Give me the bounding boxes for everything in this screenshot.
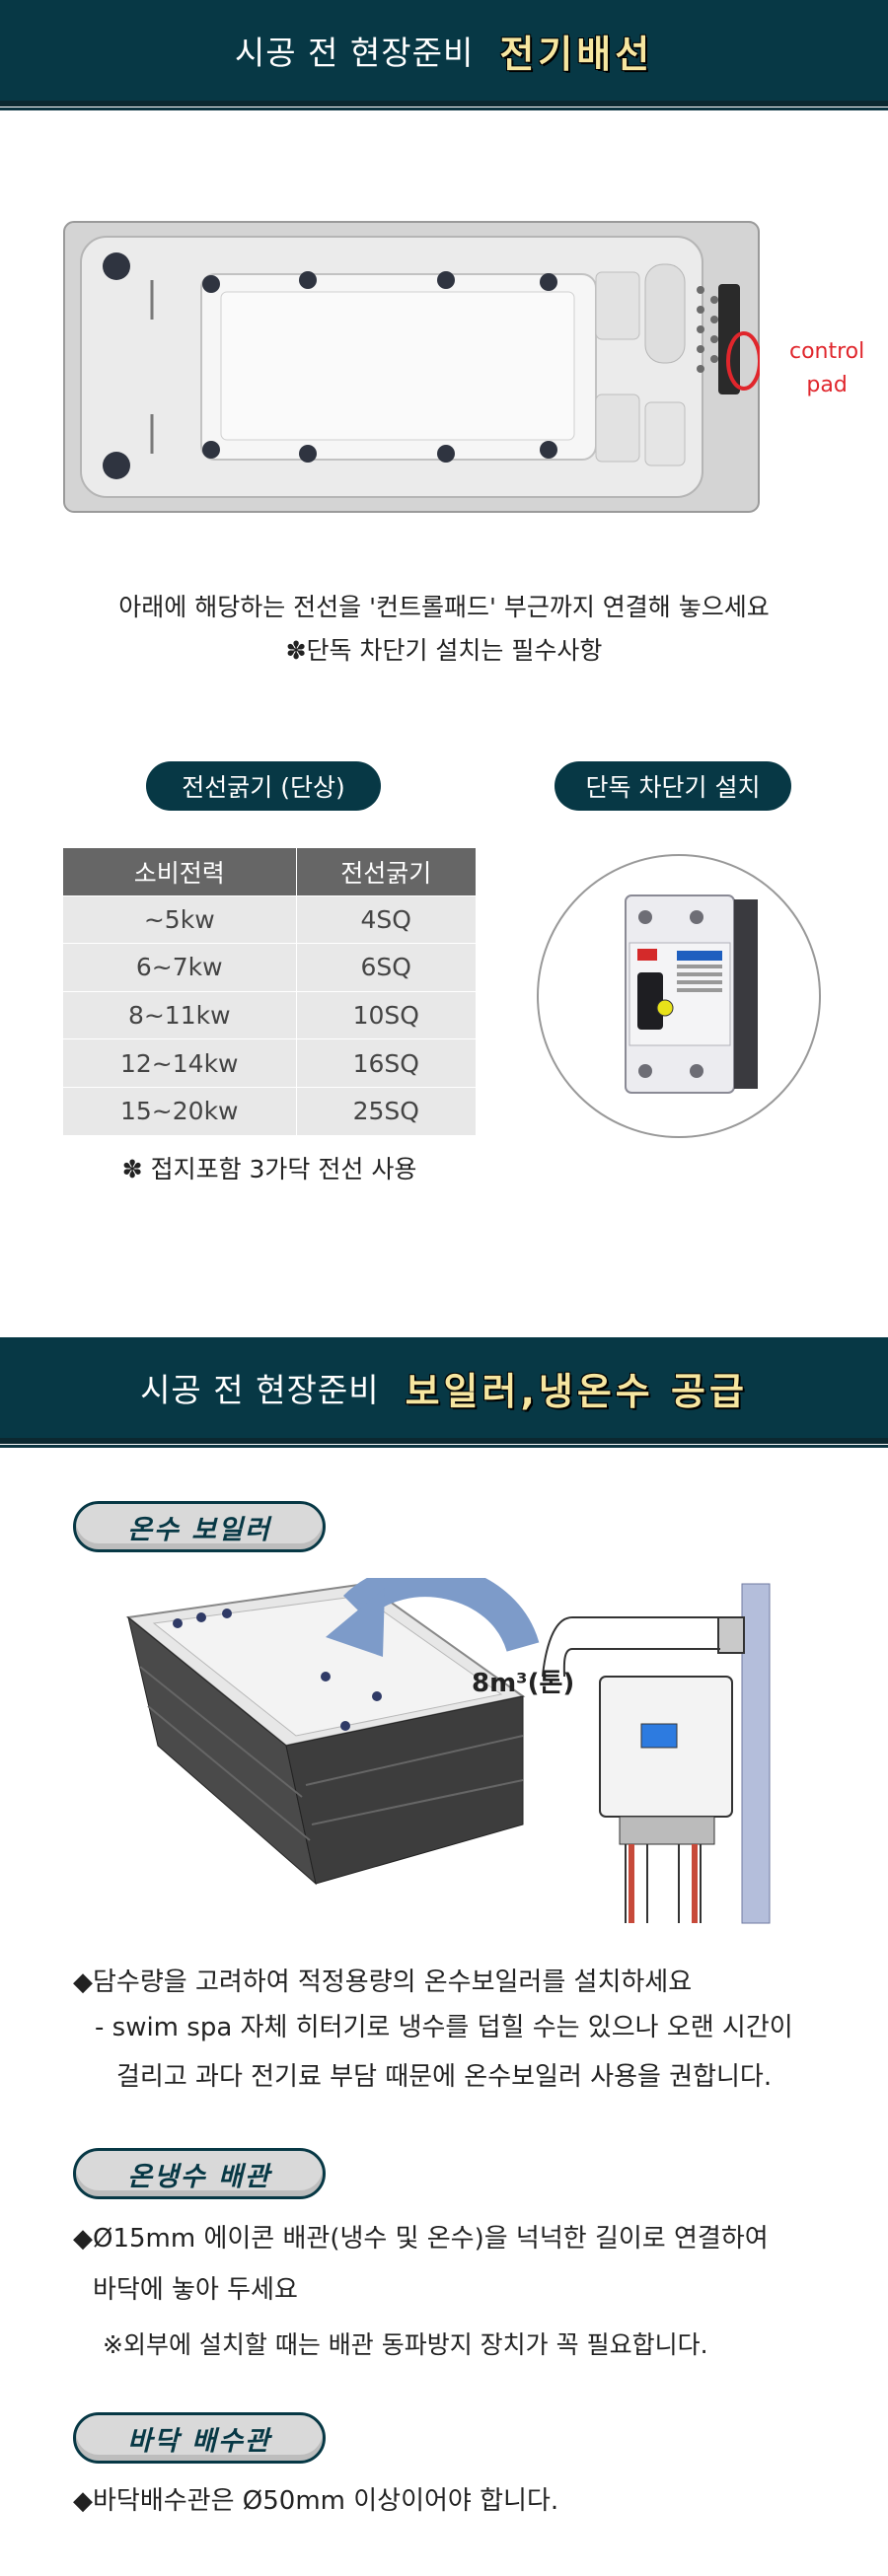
table-cell-gauge: 10SQ [296, 990, 476, 1039]
piping-subtitle: 온냉수 배관 [73, 2148, 326, 2199]
piping-freeze-note: ※외부에 설치할 때는 배관 동파방지 장치가 꼭 필요합니다. [103, 2330, 708, 2359]
volume-label: 8m³(톤) [472, 1669, 575, 1698]
table-row: ~5kw 4SQ [63, 894, 476, 944]
boiler-detail-line1: - swim spa 자체 히터기로 냉수를 덥힐 수는 있으나 오랜 시간이 [95, 2013, 793, 2042]
boiler-subtitle: 온수 보일러 [73, 1501, 326, 1552]
breaker-heading: 단독 차단기 설치 [555, 761, 791, 811]
table-cell-gauge: 25SQ [296, 1086, 476, 1135]
section-title: 전기배선 [499, 32, 654, 76]
table-cell-power: ~5kw [63, 894, 297, 944]
control-pad-label-line2: pad [806, 373, 848, 397]
section-header-electrical: 시공 전 현장준비 전기배선 [0, 0, 888, 110]
table-cell-power: 12~14kw [63, 1038, 297, 1088]
table-row: 8~11kw 10SQ [63, 990, 476, 1039]
drain-instruction: ◆바닥배수관은 Ø50mm 이상이어야 합니다. [73, 2486, 559, 2516]
piping-instruction-line2: 바닥에 놓아 두세요 [93, 2275, 298, 2305]
drain-subtitle: 바닥 배수관 [73, 2412, 326, 2464]
ground-wire-note: ✽ 접지포함 3가닥 전선 사용 [121, 1155, 417, 1183]
table-row: 12~14kw 16SQ [63, 1038, 476, 1088]
table-cell-power: 6~7kw [63, 943, 297, 992]
table-header-row: 소비전력 전선굵기 [63, 848, 476, 895]
circuit-breaker-image [537, 854, 821, 1138]
wire-gauge-heading: 전선굵기 (단상) [146, 761, 381, 811]
wiring-instruction: 아래에 해당하는 전선을 '컨트롤패드' 부근까지 연결해 놓으세요 [118, 593, 770, 621]
control-pad-label: control pad [789, 335, 864, 402]
swim-spa-and-boiler-illustration [125, 1578, 771, 1924]
table-cell-power: 8~11kw [63, 990, 297, 1039]
section-subtitle: 시공 전 현장준비 [140, 1371, 380, 1409]
table-cell-power: 15~20kw [63, 1086, 297, 1135]
boiler-detail-line2: 걸리고 과다 전기료 부담 때문에 온수보일러 사용을 권합니다. [116, 2062, 773, 2092]
piping-instruction-line1: ◆Ø15mm 에이콘 배관(냉수 및 온수)을 넉넉한 길이로 연결하여 [73, 2224, 769, 2254]
table-row: 6~7kw 6SQ [63, 943, 476, 992]
boiler-instruction: ◆담수량을 고려하여 적정용량의 온수보일러를 설치하세요 [73, 1968, 693, 1997]
table-header-gauge: 전선굵기 [296, 848, 476, 895]
table-row: 15~20kw 25SQ [63, 1086, 476, 1135]
table-cell-gauge: 6SQ [296, 943, 476, 992]
section-subtitle: 시공 전 현장준비 [234, 34, 475, 72]
table-header-power: 소비전력 [63, 848, 297, 895]
control-pad-label-line1: control [789, 339, 865, 364]
wire-gauge-table: 소비전력 전선굵기 ~5kw 4SQ 6~7kw 6SQ 8~11kw 10SQ… [63, 848, 476, 1135]
table-cell-gauge: 16SQ [296, 1038, 476, 1088]
section-title: 보일러,냉온수 공급 [405, 1369, 748, 1413]
section-header-boiler: 시공 전 현장준비 보일러,냉온수 공급 [0, 1337, 888, 1448]
breaker-required-note: ✽단독 차단기 설치는 필수사항 [285, 636, 603, 665]
swim-spa-top-view-image [63, 221, 760, 513]
table-cell-gauge: 4SQ [296, 894, 476, 944]
